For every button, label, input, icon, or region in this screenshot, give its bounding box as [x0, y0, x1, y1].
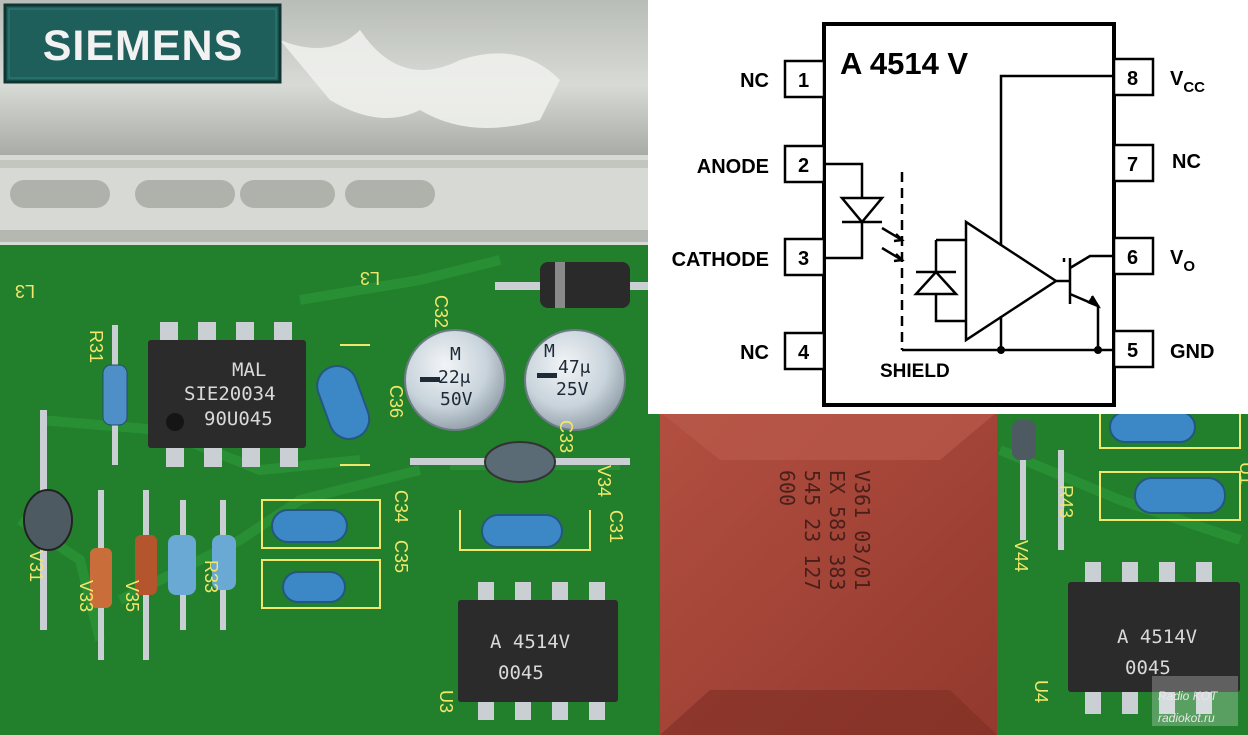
silkscreen-outlines	[261, 344, 1241, 609]
ic-u4-line1: A 4514V	[1117, 626, 1197, 648]
shield-label: SHIELD	[880, 361, 950, 382]
pin-3-label: CATHODE	[672, 249, 769, 271]
pinout-chip-body	[822, 22, 1116, 407]
red-line4: 600	[775, 470, 799, 506]
pin-4-label: NC	[740, 342, 769, 364]
pin-8-number: 8	[1127, 68, 1138, 90]
pin-3-number: 3	[798, 248, 809, 270]
silk-c32: C32	[431, 295, 451, 328]
red-line1: V361 03/01	[850, 470, 874, 590]
pin-5-number: 5	[1127, 340, 1138, 362]
pin-box-4: 4	[783, 331, 826, 371]
pin-6-label: VO	[1170, 247, 1195, 275]
silk-l3-right: L3	[360, 268, 380, 288]
cap2-line3: 25V	[556, 379, 589, 400]
ic-u3-line2: 0045	[498, 662, 544, 684]
silk-c34: C34	[391, 490, 411, 523]
pin-box-7: 7	[1112, 143, 1155, 183]
silk-u3: U3	[436, 690, 456, 713]
left-components	[23, 325, 236, 660]
pin-7-label: NC	[1172, 151, 1201, 173]
pin-4-number: 4	[798, 342, 810, 364]
watermark-line1: Radio KOT	[1158, 689, 1219, 703]
silk-u4: U4	[1031, 680, 1051, 703]
pin-box-1: 1	[783, 59, 826, 99]
silk-c35: C35	[391, 540, 411, 573]
ceramic-capacitors	[271, 365, 1226, 603]
silk-v33: V33	[76, 580, 96, 612]
pin-6-number: 6	[1127, 247, 1138, 269]
siemens-logo: SIEMENS	[3, 3, 282, 84]
pin-box-8: 8	[1112, 57, 1155, 97]
diode-middle	[410, 441, 630, 483]
plastic-housing	[0, 0, 660, 245]
pin-8-label: VCC	[1170, 68, 1205, 96]
watermark-line2: radiokot.ru	[1158, 711, 1215, 725]
silk-r33: R33	[201, 560, 221, 593]
ic-u3: A 4514V 0045	[458, 582, 618, 720]
pin-5-label: GND	[1170, 341, 1214, 363]
pin-box-2: 2	[783, 144, 826, 184]
silk-r31: R31	[86, 330, 106, 363]
red-component: V361 03/01 EX 583 383 545 23 127 600	[660, 412, 997, 735]
pinout-diagram: A 4514 V 1 NC 2 ANODE 3 CATHODE 4 NC 8 V…	[648, 0, 1248, 414]
silk-v34: V34	[594, 465, 614, 497]
ic-left-line1: MAL	[232, 359, 266, 381]
red-line3: 545 23 127	[800, 470, 824, 590]
capacitor-22u: M 22μ 50V	[404, 329, 506, 431]
cap1-line2: 22μ	[438, 367, 471, 388]
silk-v35: V35	[122, 580, 142, 612]
cap2-line2: 47μ	[558, 357, 591, 378]
right-components: A 4514V 0045	[1012, 420, 1240, 714]
watermark: Radio KOT radiokot.ru	[1152, 676, 1238, 726]
pin-1-label: NC	[740, 70, 769, 92]
pin-7-number: 7	[1127, 154, 1138, 176]
silk-r43: R43	[1056, 485, 1076, 518]
silk-v44: V44	[1011, 540, 1031, 572]
pin-box-5: 5	[1112, 329, 1155, 369]
silkscreen-labels: L3 L3 R31 C32 C36 C33 V31 V33 V35 R33 C3…	[15, 268, 1248, 713]
siemens-logo-text: SIEMENS	[43, 22, 244, 70]
red-line2: EX 583 383	[825, 470, 849, 590]
cap1-line1: M	[450, 344, 461, 365]
cap2-line1: M	[544, 341, 555, 362]
silk-c36: C36	[386, 385, 406, 418]
silk-u1: U1	[1236, 462, 1248, 485]
pin-2-label: ANODE	[697, 156, 769, 178]
pin-box-6: 6	[1112, 236, 1155, 276]
pin-1-number: 1	[798, 70, 809, 92]
diode-top	[495, 262, 660, 308]
junction-dot-1	[997, 346, 1005, 354]
ic-u3-line1: A 4514V	[490, 631, 570, 653]
pin-box-3: 3	[783, 237, 826, 277]
silk-l3-left: L3	[15, 281, 35, 301]
silk-v31: V31	[26, 550, 46, 582]
ic-left-line3: 90U045	[204, 408, 273, 430]
internal-schematic	[824, 74, 1114, 352]
capacitor-47u: M 47μ 25V	[524, 329, 626, 431]
pin-2-number: 2	[798, 155, 809, 177]
ic-left: MAL SIE20034 90U045	[148, 322, 306, 467]
pinout-title: A 4514 V	[840, 46, 968, 81]
cap1-line3: 50V	[440, 389, 473, 410]
ic-u4-line2: 0045	[1125, 657, 1171, 679]
junction-dot-2	[1094, 346, 1102, 354]
ic-left-line2: SIE20034	[184, 383, 276, 405]
silk-c31: C31	[606, 510, 626, 543]
silk-c33: C33	[556, 420, 576, 453]
